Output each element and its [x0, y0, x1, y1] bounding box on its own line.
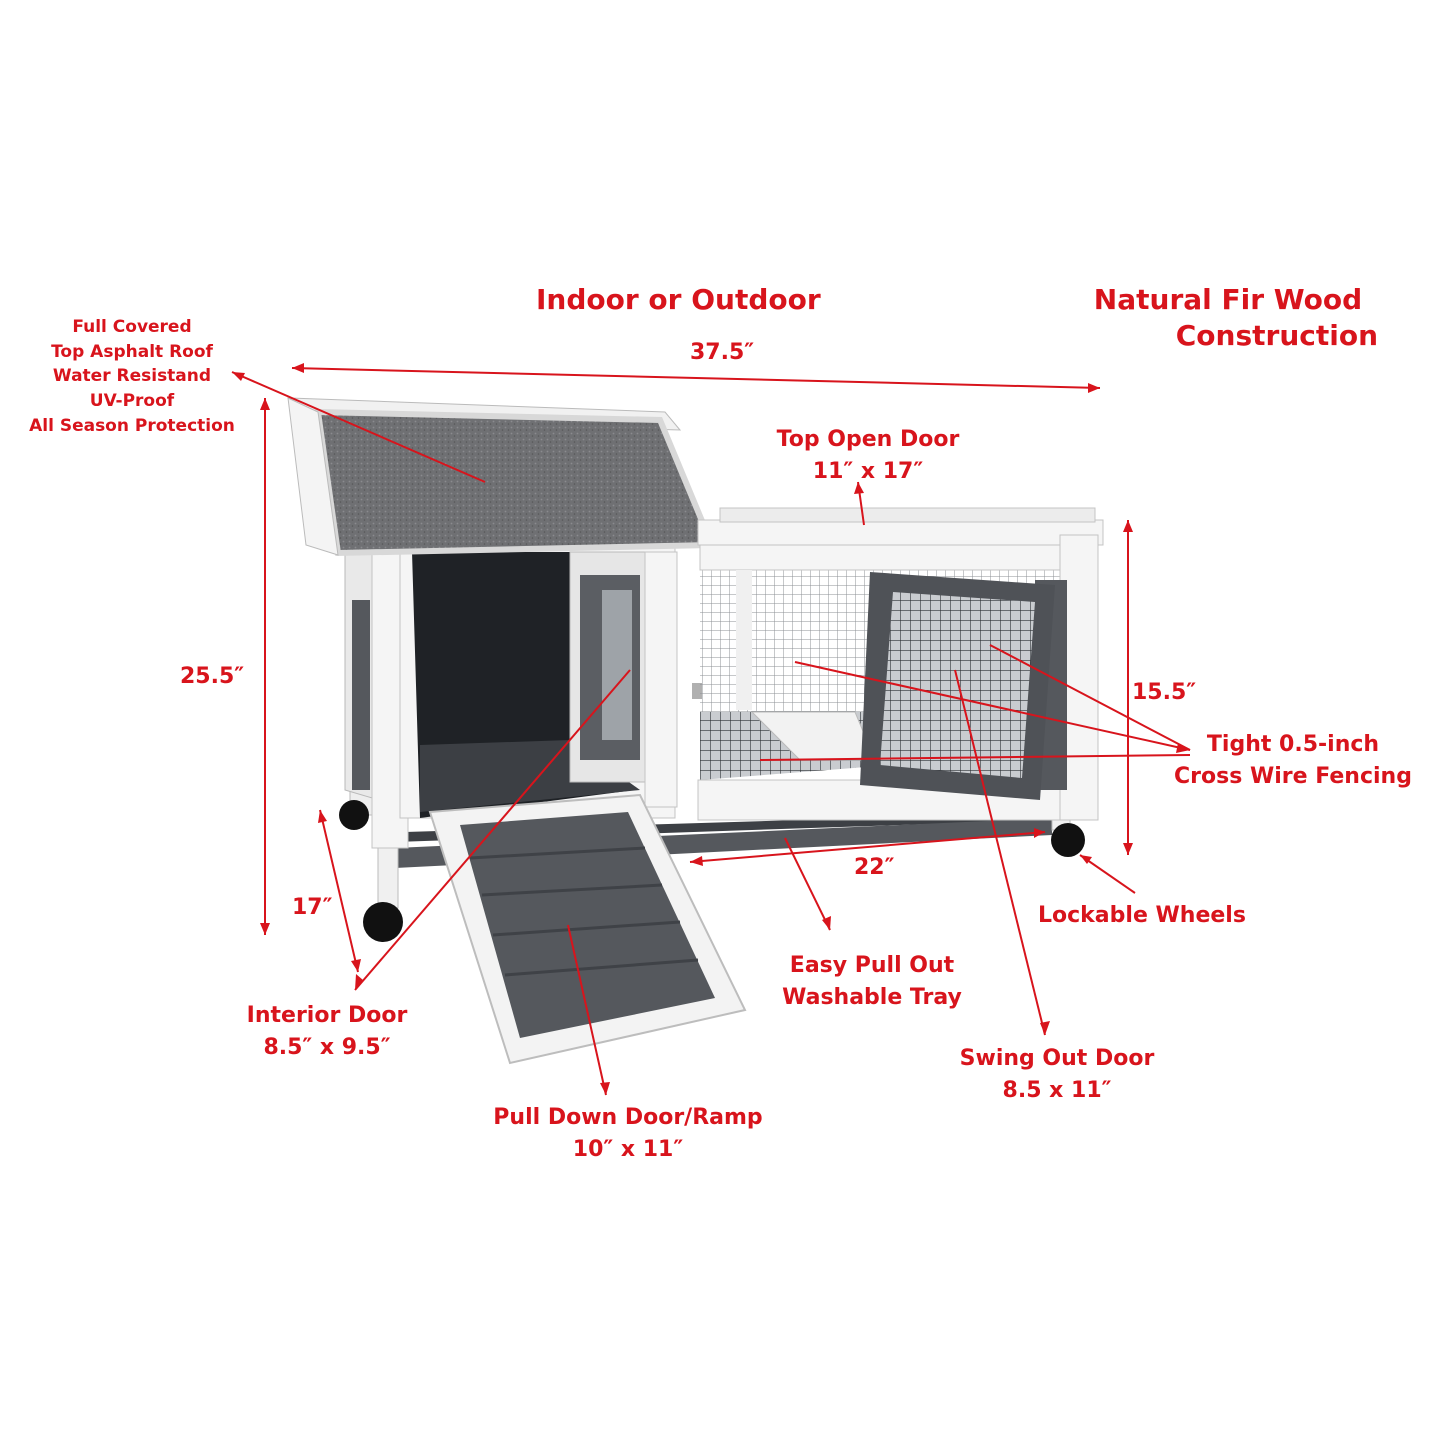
top-door-callout: Top Open Door 11″ x 17″	[758, 424, 978, 488]
interior-door-line-1: Interior Door	[246, 1003, 408, 1028]
interior-door-callout: Interior Door 8.5″ x 9.5″	[234, 1000, 420, 1064]
wheel-back-left	[339, 800, 369, 830]
width-dimension-line	[291, 367, 1101, 389]
latch	[692, 683, 702, 699]
tray-pointer	[784, 837, 831, 931]
indoor-outdoor-heading: Indoor or Outdoor	[536, 283, 821, 316]
ramp-slat-line	[492, 920, 681, 937]
top-open-door-frame	[719, 507, 1096, 523]
run-inner-post	[736, 570, 752, 710]
roof-line-5: All Season Protection	[29, 415, 235, 436]
house-right-post	[644, 551, 678, 808]
ramp-callout: Pull Down Door/Ramp 10″ x 11″	[470, 1102, 786, 1166]
ramp-line-1: Pull Down Door/Ramp	[493, 1105, 763, 1130]
wood-line-2: Construction	[1175, 319, 1378, 353]
annotation-lines	[231, 367, 1191, 1096]
arrow-heads	[232, 363, 1190, 1095]
roof-line-1: Full Covered	[72, 317, 192, 337]
fencing-pointer-3	[759, 754, 1191, 761]
fencing-line-2: Cross Wire Fencing	[1174, 763, 1412, 789]
fencing-line-1: Tight 0.5-inch	[1206, 732, 1380, 757]
wood-line-1: Natural Fir Wood	[1093, 283, 1363, 316]
roof-line-3: Water Resistand	[52, 366, 212, 387]
run-top-frame	[697, 519, 1104, 546]
height-label: 25.5″	[180, 664, 245, 689]
wheel-front-left	[363, 902, 403, 942]
tray-line-1: Easy Pull Out	[789, 953, 955, 978]
roof-line-2: Top Asphalt Roof	[51, 341, 213, 362]
interior-door-line-2: 8.5″ x 9.5″	[263, 1034, 391, 1060]
swing-door-line-1: Swing Out Door	[959, 1046, 1155, 1071]
leg-height-label: 17″	[292, 895, 333, 920]
ramp-slat-line	[481, 883, 663, 897]
wheels-label: Lockable Wheels	[1038, 903, 1246, 928]
interior-door-window	[602, 590, 632, 740]
tray-line-2: Washable Tray	[782, 984, 962, 1010]
swing-door-pointer	[954, 669, 1046, 1036]
roof-pointer	[231, 371, 486, 483]
tray-callout: Easy Pull Out Washable Tray	[762, 950, 982, 1014]
swing-door-line-2: 8.5 x 11″	[1002, 1077, 1112, 1103]
wheel-front-right	[1051, 823, 1085, 857]
roof-side-trim	[287, 397, 339, 556]
interior-door-pointer	[354, 669, 631, 991]
fencing-pointer-1	[794, 661, 1191, 751]
asphalt-roof	[314, 408, 717, 557]
ramp-slat-line	[504, 958, 699, 977]
depth-label: 22″	[854, 855, 895, 880]
top-door-line-2: 11″ x 17″	[812, 458, 924, 484]
ramp-line-2: 10″ x 11″	[572, 1136, 684, 1162]
ramp-slat-line	[469, 846, 646, 860]
swing-door-callout: Swing Out Door 8.5 x 11″	[944, 1043, 1170, 1107]
ramp-pointer	[567, 924, 607, 1096]
ramp-panel	[460, 812, 715, 1038]
fencing-callout: Tight 0.5-inch Cross Wire Fencing	[1158, 729, 1428, 793]
fencing-pointer-2	[989, 644, 1191, 751]
wood-construction-heading: Natural Fir Wood Construction	[1078, 282, 1378, 355]
top-door-line-1: Top Open Door	[776, 427, 960, 452]
house-side-gray	[352, 600, 370, 790]
run-upper-rail	[699, 544, 1071, 571]
roof-callout: Full Covered Top Asphalt Roof Water Resi…	[20, 315, 244, 438]
run-height-label: 15.5″	[1132, 680, 1197, 705]
width-label: 37.5″	[690, 340, 755, 365]
depth-dimension-line	[689, 831, 1046, 863]
leg-dimension-line	[319, 809, 359, 973]
wheels-pointer	[1079, 854, 1136, 894]
roof-line-4: UV-Proof	[89, 390, 175, 411]
swing-door-mesh	[880, 592, 1035, 778]
